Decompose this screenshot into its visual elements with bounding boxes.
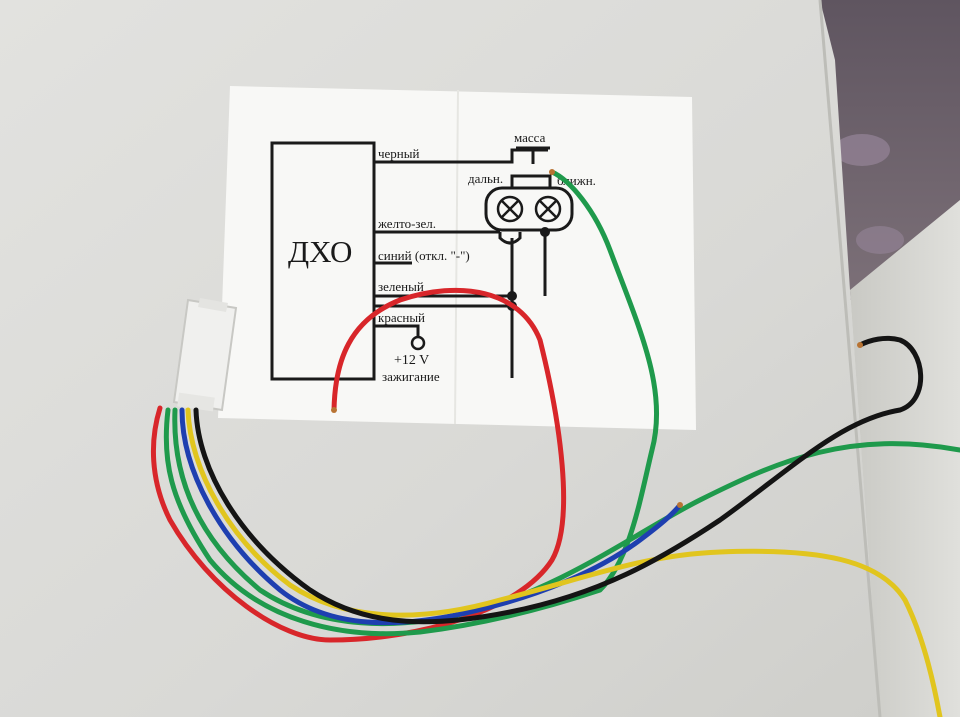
low-beam-lamp xyxy=(534,195,562,223)
green-wire xyxy=(163,169,660,637)
supply-voltage-label: +12 V xyxy=(394,353,429,368)
ignition-label: зажигание xyxy=(382,369,440,384)
lamp-bottom-connector xyxy=(498,232,522,245)
yellow-wire xyxy=(185,407,943,717)
drl-label: ДХО xyxy=(288,234,352,269)
drl-box xyxy=(270,141,376,381)
supply-terminal xyxy=(410,335,426,351)
wall-background xyxy=(850,200,960,717)
green-wire-label: зеленый xyxy=(378,279,424,294)
fabric-flower xyxy=(834,134,890,166)
fabric-flower xyxy=(856,226,904,254)
black-wire-tip xyxy=(857,342,863,348)
table-edge xyxy=(818,0,882,717)
red-wire xyxy=(151,287,567,643)
wire-bundle xyxy=(151,169,960,717)
red-wire-label: красный xyxy=(378,310,425,325)
junction-dot xyxy=(507,291,517,301)
high-beam-label: дальн. xyxy=(468,171,503,186)
wiring-diagram xyxy=(270,141,574,381)
high-beam-lamp xyxy=(496,195,524,223)
blue-wire-label: синий (откл. "-") xyxy=(378,248,470,263)
green-wire-tip xyxy=(549,169,555,175)
blue-wire-tip xyxy=(677,502,683,508)
black-wire xyxy=(193,335,924,625)
connector-housing xyxy=(172,298,238,412)
yellow-green-wire-label: желто-зел. xyxy=(377,216,436,231)
paper-fold xyxy=(454,89,459,425)
black-wire-label: черный xyxy=(378,146,419,161)
ground-label: масса xyxy=(514,130,546,145)
high-beam-cross xyxy=(501,200,519,218)
red-wire-tip xyxy=(331,407,337,413)
low-beam-cross xyxy=(539,200,557,218)
junction-dot xyxy=(540,227,550,237)
lamp-top-connector xyxy=(510,174,552,190)
red-wire-line xyxy=(374,324,420,338)
black-wire-line xyxy=(374,148,548,164)
